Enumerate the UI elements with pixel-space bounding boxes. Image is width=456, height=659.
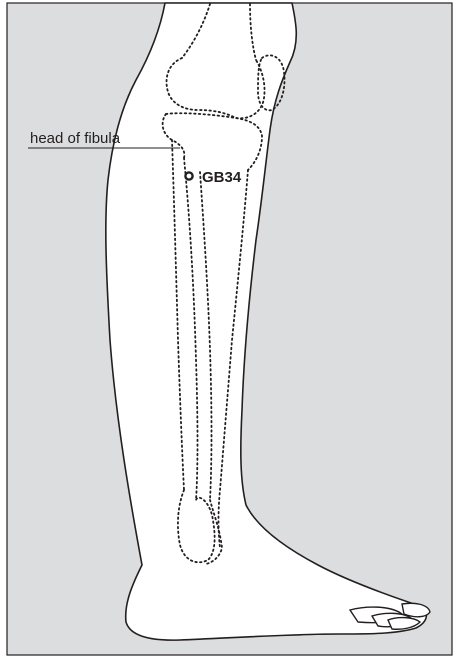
fibula-label: head of fibula	[30, 130, 121, 147]
acupoint-label: GB34	[202, 169, 242, 186]
acupoint-marker[interactable]	[185, 172, 192, 179]
